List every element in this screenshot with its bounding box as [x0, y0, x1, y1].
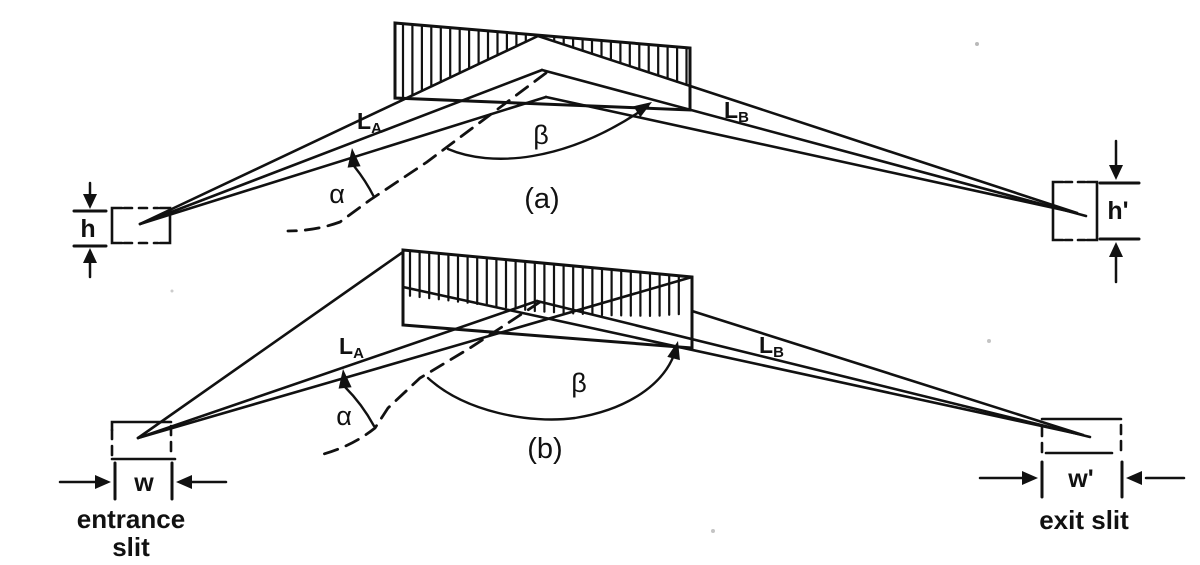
grating-hatching-a	[401, 22, 688, 100]
entrance-slit-caption-line1: entrance	[77, 504, 185, 534]
alpha-label-a: α	[329, 179, 345, 209]
speck	[987, 339, 991, 343]
panel-a	[72, 21, 1141, 284]
height-dimension-entrance-a	[72, 181, 108, 279]
exit-height-label-a: h'	[1107, 197, 1128, 225]
beta-arrowhead-b	[667, 341, 680, 361]
grating-outline-b	[401, 248, 694, 350]
entrance-slit-left-bracket-a	[110, 206, 124, 245]
grating-hatching-b	[408, 249, 680, 317]
exit-slit-caption: exit slit	[1039, 505, 1129, 535]
height-dimension-exit-a	[1098, 139, 1141, 284]
arm-length-entrance-label-a: LA	[357, 108, 382, 137]
w-arrow-left-icon	[176, 475, 192, 489]
width-dimension-exit-b	[978, 460, 1186, 499]
entrance-slit-top-b	[110, 420, 173, 432]
panel-caption-b: (b)	[527, 433, 562, 465]
arm-length-entrance-label-b: LA	[339, 333, 364, 362]
exit-slit-a	[1051, 180, 1099, 242]
alpha-arrowhead-b	[338, 369, 352, 389]
panel-b	[58, 248, 1186, 501]
entrance-height-label-a: h	[80, 215, 95, 243]
exit-slit-right-bracket-a	[1085, 180, 1099, 242]
alpha-arc-a	[347, 148, 376, 199]
speck	[170, 289, 174, 293]
grating-normal-dashed-a	[286, 71, 548, 233]
incident-ray-top-b	[136, 250, 405, 440]
exit-slit-left-bracket-a	[1051, 180, 1065, 242]
incident-ray-mid-a	[138, 68, 544, 226]
w-arrow-right-icon	[95, 475, 111, 489]
width-dimension-entrance-b	[58, 461, 228, 501]
panel-caption-a: (a)	[524, 183, 559, 215]
diffracted-ray-mid-b	[535, 299, 1092, 439]
beta-arc-b	[426, 341, 680, 421]
w-prime-arrow-right-icon	[1022, 471, 1038, 485]
diffracted-rays-a	[536, 34, 1088, 218]
alpha-arc-path-a	[352, 164, 376, 199]
exit-width-label-b: w'	[1067, 465, 1093, 493]
diffracted-ray-top-b	[690, 309, 1085, 437]
labels: LA LB α β (a) h h' LA LB α β (b) w w' en…	[77, 97, 1129, 562]
incident-ray-bottom-b	[136, 275, 694, 440]
beta-label-b: β	[571, 368, 587, 398]
entrance-slit-a	[110, 206, 172, 245]
diffracted-rays-b	[401, 285, 1092, 439]
alpha-arc-path-b	[343, 385, 376, 428]
alpha-label-b: α	[336, 401, 352, 431]
incident-rays-b	[136, 250, 694, 440]
incident-ray-mid-b	[136, 299, 539, 440]
h-arrow-down-icon	[83, 194, 97, 209]
diffracted-ray-top-a	[536, 34, 1079, 215]
entrance-slit-caption-line2: slit	[112, 532, 150, 562]
exit-slit-b	[1040, 417, 1123, 457]
beta-arc-a	[446, 102, 652, 160]
speck	[975, 42, 979, 46]
grating-normal-dashed-b	[314, 300, 542, 458]
diffracted-ray-bottom-a	[544, 95, 1079, 215]
arm-length-exit-label-b: LB	[759, 332, 784, 361]
w-prime-arrow-left-icon	[1126, 471, 1142, 485]
entrance-slit-b	[110, 420, 177, 461]
scan-specks	[170, 42, 991, 533]
beta-arc-path-a	[446, 104, 650, 160]
alpha-arc-b	[338, 369, 376, 428]
incident-ray-bottom-a	[138, 95, 548, 226]
beta-arrowhead-a	[633, 102, 652, 118]
incident-rays-a	[138, 34, 548, 226]
entrance-slit-right-bracket-a	[158, 206, 172, 245]
diffracted-ray-bottom-b	[401, 285, 1085, 437]
incident-ray-top-a	[138, 34, 540, 226]
h-arrow-up-icon	[83, 248, 97, 263]
arm-length-exit-label-a: LB	[724, 97, 749, 126]
h-prime-arrow-down-icon	[1109, 165, 1123, 180]
diffracted-ray-mid-a	[540, 68, 1088, 218]
beta-label-a: β	[533, 120, 549, 150]
grating-b	[401, 248, 694, 350]
beta-arc-path-b	[426, 343, 679, 421]
h-prime-arrow-up-icon	[1109, 242, 1123, 257]
speck	[711, 529, 715, 533]
alpha-arrowhead-a	[347, 148, 361, 168]
entrance-width-label-b: w	[133, 469, 154, 497]
